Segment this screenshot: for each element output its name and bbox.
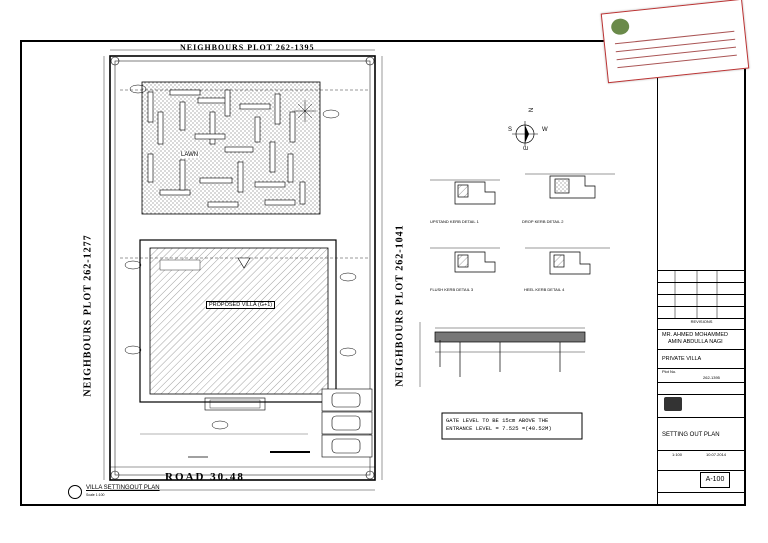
tree-symbol	[294, 100, 316, 122]
top-neighbour-label: NEIGHBOURS PLOT 262-1395	[180, 43, 315, 52]
right-neighbour-label: NEIGHBOURS PLOT 262-1041	[394, 224, 406, 387]
kerb-details	[419, 173, 615, 387]
plan-title: VILLA SETTINGOUT PLAN	[86, 485, 160, 491]
drawing-title: SETTING OUT PLAN	[662, 432, 720, 438]
owner-line1: MR. AHMED MOHAMMED	[662, 332, 728, 338]
revisions-label: REVISIONS	[690, 319, 713, 324]
plot-boundary	[109, 55, 376, 481]
plot-label: Plot No.	[662, 369, 677, 374]
plan-title-marker	[68, 485, 82, 499]
date-value: 10.07.2014	[706, 452, 727, 457]
road-label: ROAD 30.48	[165, 471, 245, 483]
villa-outline	[139, 239, 337, 403]
stamp-emblem	[610, 17, 630, 36]
compass-w: W	[542, 127, 548, 133]
compass-rose	[512, 121, 538, 147]
compass-e: E	[524, 145, 531, 151]
gate-level-note-line1: GATE LEVEL TO BE 15cm ABOVE THE	[446, 417, 549, 424]
left-neighbour-label: NEIGHBOURS PLOT 262-1277	[82, 234, 94, 397]
site-plan-drawing	[103, 49, 615, 491]
owner-line2: AMIN ABDULLA NAGI	[668, 339, 723, 345]
detail-3-label: FLUSH KERB DETAIL 3	[430, 287, 474, 292]
gate-level-note: GATE LEVEL TO BE 15cm ABOVE THE ENTRANCE…	[446, 417, 552, 433]
title-block: REVISIONS MR. AHMED MOHAMMED AMIN ABDULL…	[657, 42, 744, 504]
compass-n: N	[529, 107, 536, 113]
drawing-number: A-100	[700, 472, 730, 488]
drawing-sheet-border	[20, 40, 746, 506]
project-name: PRIVATE VILLA	[662, 356, 702, 362]
company-logo	[664, 397, 682, 411]
parking-bays	[321, 388, 373, 458]
lawn-label: LAWN	[180, 152, 200, 158]
plan-scale: Scale 1:100	[86, 493, 105, 497]
compass-s: S	[508, 127, 513, 133]
detail-1-label: UPSTAND KERB DETAIL 1	[430, 219, 479, 224]
plot-value: 262-1395	[703, 375, 720, 380]
detail-2-label: DROP KERB DETAIL 2	[522, 219, 564, 224]
detail-4-label: HEEL KERB DETAIL 4	[524, 287, 565, 292]
gate-level-note-line2: ENTRANCE LEVEL = 7.525 =(40.52M)	[446, 425, 552, 432]
scale-value: 1:100	[672, 452, 683, 457]
revision-grid	[674, 270, 718, 318]
villa-label: PROPOSED VILLA (G+1)	[206, 301, 276, 309]
